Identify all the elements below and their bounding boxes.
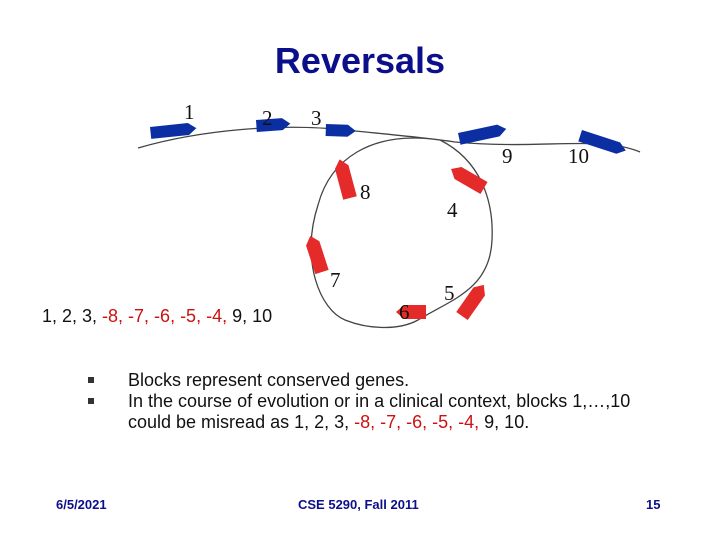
footer-page-number: 15	[646, 497, 661, 512]
bullet-line-2-prefix: could be misread as 1, 2, 3,	[128, 412, 355, 432]
gene-block-1	[150, 123, 197, 139]
block-label-8: 8	[360, 180, 371, 204]
gene-block-9	[458, 124, 507, 145]
bullet-line-2-suffix: 9, 10.	[479, 412, 530, 432]
bullet-item-2: In the course of evolution or in a clini…	[88, 391, 698, 433]
rearranged-sequence: 1, 2, 3, -8, -7, -6, -5, -4, 9, 10	[42, 306, 272, 327]
chromosome-line	[137, 126, 641, 329]
bullet-list: Blocks represent conserved genes. In the…	[88, 370, 698, 433]
gene-block-3	[325, 124, 356, 137]
gene-block-8	[334, 159, 357, 200]
gene-block-10	[578, 130, 626, 154]
gene-block-4	[451, 166, 488, 195]
slide-title: Reversals	[274, 40, 446, 81]
block-label-4: 4	[447, 198, 458, 222]
gene-block-6	[396, 305, 426, 319]
square-bullet-icon	[88, 398, 94, 404]
block-label-3: 3	[311, 106, 322, 130]
square-bullet-icon	[88, 377, 94, 383]
bullet-line-2-reversed: -8, -7, -6, -5, -4,	[354, 412, 480, 432]
sequence-reversed: -8, -7, -6, -5, -4,	[102, 306, 228, 326]
block-label-7: 7	[330, 268, 341, 292]
footer-course: CSE 5290, Fall 2011	[298, 497, 419, 512]
sequence-prefix: 1, 2, 3,	[42, 306, 103, 326]
block-label-6: 6	[399, 300, 410, 324]
gene-block-2	[256, 118, 291, 132]
block-label-2: 2	[262, 106, 273, 130]
bullet-text: Blocks represent conserved genes.	[128, 370, 410, 390]
block-label-1: 1	[184, 100, 195, 124]
sequence-suffix: 9, 10	[227, 306, 273, 326]
bullet-item-1: Blocks represent conserved genes.	[88, 370, 698, 391]
gene-block-5	[456, 284, 485, 321]
bullet-line-1: In the course of evolution or in a clini…	[128, 391, 631, 411]
footer-date: 6/5/2021	[56, 497, 107, 512]
block-label-5: 5	[444, 281, 455, 305]
block-label-10: 10	[568, 144, 589, 168]
block-label-9: 9	[502, 144, 513, 168]
gene-block-7	[306, 235, 329, 275]
